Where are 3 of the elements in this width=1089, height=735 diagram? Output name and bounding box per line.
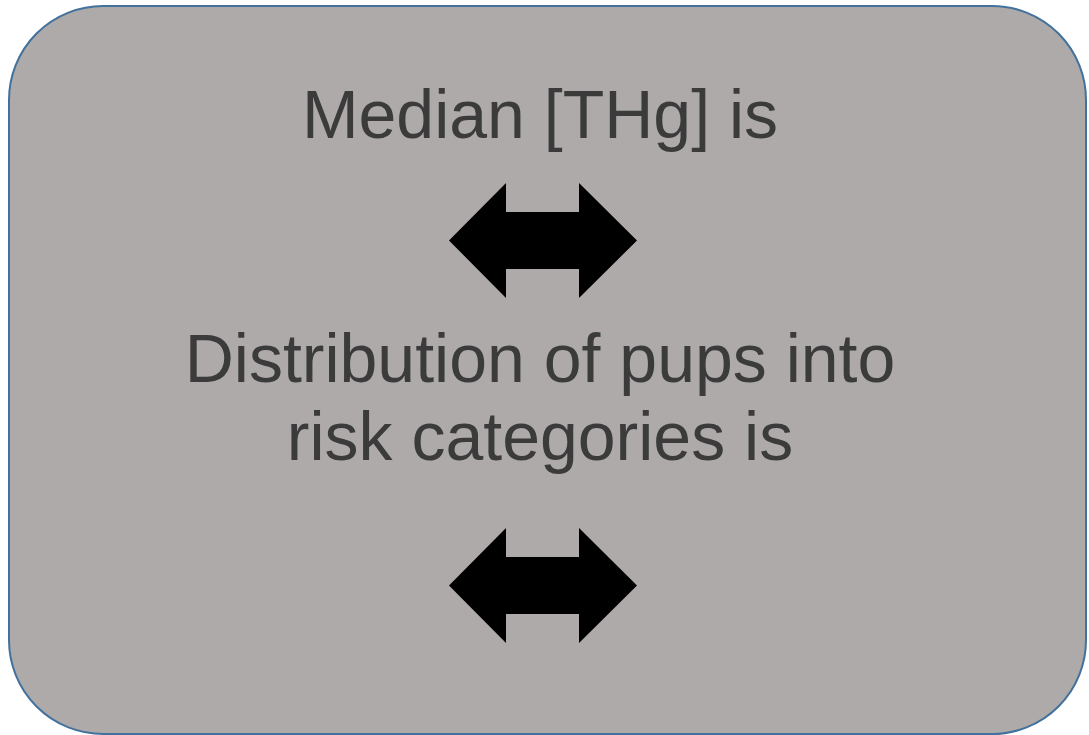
rounded-panel — [8, 5, 1087, 735]
statement-text: Median [THg] is — [300, 75, 780, 153]
statement-text: Distribution of pups into risk categories is — [183, 319, 897, 475]
